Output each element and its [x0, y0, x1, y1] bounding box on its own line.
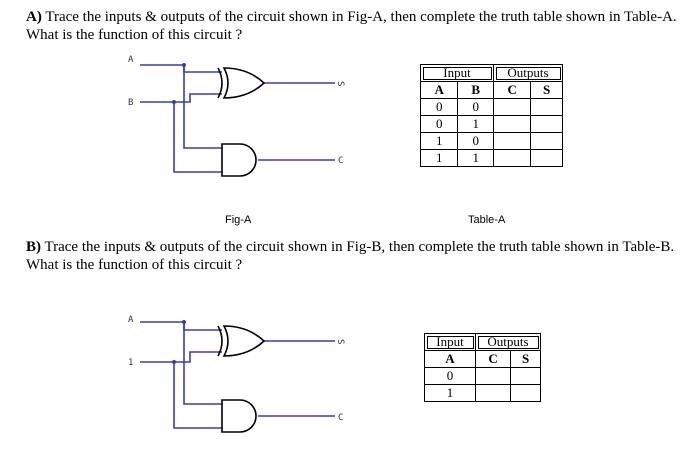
table-cell: [492, 132, 532, 150]
xor-gate: [217, 325, 266, 357]
table-cell: 1: [419, 132, 459, 150]
question-a-label: A): [26, 9, 42, 25]
table-row: 1 1: [419, 149, 563, 167]
junction-dot: [182, 63, 186, 67]
table-row: 1: [424, 384, 541, 402]
table-a-input-header: Input: [420, 64, 494, 82]
table-cell: [530, 98, 563, 116]
table-cell: 0: [457, 98, 494, 116]
table-cell: [492, 115, 532, 133]
table-cell: 0: [419, 98, 459, 116]
table-cell: [492, 149, 532, 167]
question-b: B) Trace the inputs & outputs of the cir…: [26, 238, 686, 274]
table-b-col-a: A: [424, 350, 476, 368]
fig-b-wires: [140, 321, 335, 429]
table-cell: [510, 367, 541, 385]
table-cell: [474, 367, 512, 385]
table-b-outputs-header: Outputs: [475, 333, 541, 351]
table-a-caption: Table-A: [468, 214, 506, 226]
and-gate: [221, 399, 257, 433]
table-a-outputs-header: Outputs: [493, 64, 563, 82]
table-cell: [510, 384, 541, 402]
table-cell: 0: [424, 367, 476, 385]
table-b-col-c: C: [474, 350, 512, 368]
output-s-label: S: [335, 81, 345, 86]
table-row: 1 0: [419, 132, 563, 150]
table-b-input-header: Input: [424, 333, 476, 351]
input-b-label: B: [128, 98, 133, 108]
table-a-col-c: C: [492, 81, 532, 99]
table-cell: [530, 132, 563, 150]
and-gate: [221, 143, 257, 177]
fig-a-wires: [140, 64, 335, 173]
fig-b-circuit: A 1 S C: [128, 315, 345, 433]
junction-dot: [182, 320, 186, 324]
output-c-label: C: [338, 413, 343, 423]
fig-a-circuit: A B S C: [128, 55, 345, 177]
table-cell: 0: [419, 115, 459, 133]
output-c-label: C: [338, 156, 343, 166]
output-s-label: S: [335, 339, 345, 344]
table-row: 0 0: [419, 98, 563, 116]
table-cell: 1: [457, 149, 494, 167]
table-row: 0 1: [419, 115, 563, 133]
input-a-label: A: [128, 315, 134, 325]
table-cell: [492, 98, 532, 116]
table-row: 0: [424, 367, 541, 385]
junction-dot: [172, 100, 176, 104]
table-b-col-s: S: [510, 350, 541, 368]
table-cell: [474, 384, 512, 402]
input-a-label: A: [128, 55, 134, 65]
question-b-label: B): [26, 239, 41, 255]
table-cell: 1: [457, 115, 494, 133]
table-cell: 0: [457, 132, 494, 150]
question-b-text: Trace the inputs & outputs of the circui…: [26, 239, 675, 273]
xor-gate: [217, 67, 266, 99]
table-cell: 1: [419, 149, 459, 167]
question-a-text: Trace the inputs & outputs of the circui…: [26, 9, 677, 43]
table-cell: [530, 115, 563, 133]
junction-dot: [172, 360, 176, 364]
input-one-label: 1: [128, 358, 133, 368]
truth-table-b: Input Outputs A C S 0 1: [424, 333, 541, 402]
table-a-col-a: A: [419, 81, 459, 99]
table-a-col-s: S: [530, 81, 563, 99]
table-a-col-b: B: [457, 81, 494, 99]
table-cell: 1: [424, 384, 476, 402]
fig-a-caption: Fig-A: [225, 214, 252, 226]
truth-table-a: Input Outputs A B C S 0 0 0 1 1 0 1 1: [419, 64, 563, 167]
question-a: A) Trace the inputs & outputs of the cir…: [26, 8, 686, 44]
table-cell: [530, 149, 563, 167]
